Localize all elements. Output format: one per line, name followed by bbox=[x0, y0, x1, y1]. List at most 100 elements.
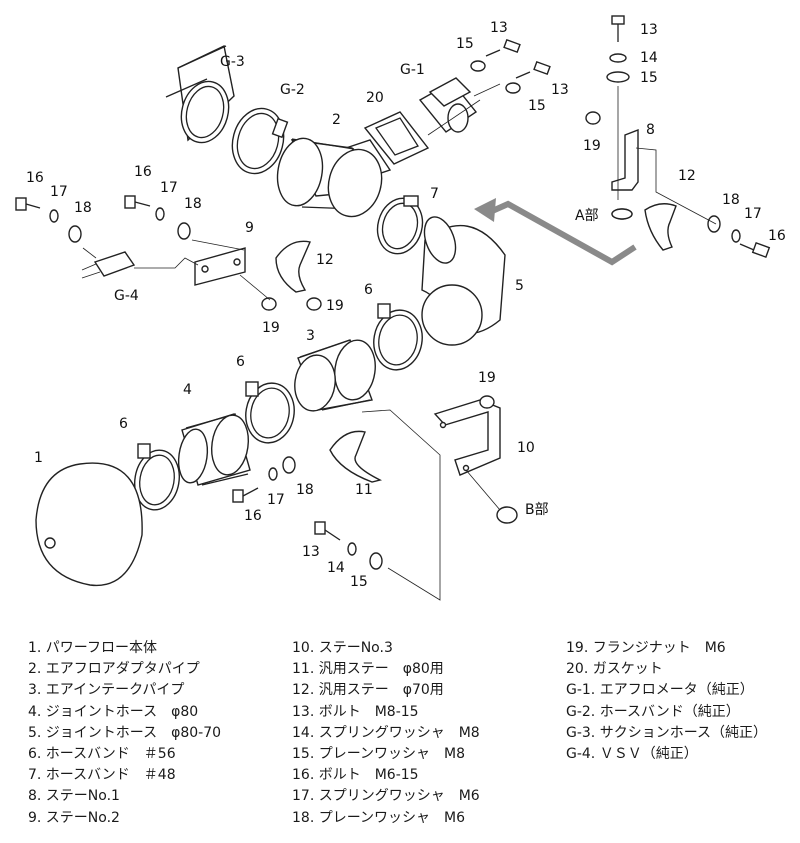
callout-18-a: 18 bbox=[74, 200, 92, 216]
callout-15-b: 15 bbox=[528, 98, 546, 114]
hose-band-6-middle bbox=[245, 381, 295, 444]
direction-arrow bbox=[474, 198, 637, 266]
callout-6-upper: 6 bbox=[364, 282, 373, 298]
callout-16-a: 16 bbox=[26, 170, 44, 186]
callout-14-a: 14 bbox=[640, 50, 658, 66]
callout-6-lower: 6 bbox=[119, 416, 128, 432]
air-flow-meter-g1 bbox=[418, 77, 501, 133]
legend-item: 20. ガスケット bbox=[566, 661, 663, 678]
legend-item: 8. ステーNo.1 bbox=[28, 788, 120, 805]
parts-legend-column-2: 10. ステーNo.3 11. 汎用ステー φ80用 12. 汎用ステー φ70… bbox=[292, 638, 480, 829]
stay-no1-8 bbox=[611, 128, 639, 191]
power-flow-body-1 bbox=[35, 462, 143, 587]
callout-5: 5 bbox=[515, 278, 524, 294]
callout-19-c: 19 bbox=[326, 298, 344, 314]
hose-band-6-lower bbox=[134, 443, 180, 511]
legend-item: 3. エアインテークパイプ bbox=[28, 682, 185, 699]
detail-a-marker bbox=[611, 208, 633, 220]
callout-19-b: 19 bbox=[262, 320, 280, 336]
legend-item: G-4. ＶＳＶ（純正） bbox=[566, 746, 698, 763]
gasket-20 bbox=[363, 111, 430, 165]
universal-stay-11 bbox=[329, 430, 383, 483]
callout-16-c: 16 bbox=[768, 228, 786, 244]
callout-17-a: 17 bbox=[50, 184, 68, 200]
legend-item: 12. 汎用ステー φ70用 bbox=[292, 682, 444, 699]
callout-15-a: 15 bbox=[456, 36, 474, 52]
callout-11: 11 bbox=[355, 482, 373, 498]
exploded-parts-diagram: 1 2 3 4 5 6 6 6 7 8 9 10 11 12 12 13 13 … bbox=[15, 15, 786, 601]
callout-labels: 1 2 3 4 5 6 6 6 7 8 9 10 11 12 12 13 13 … bbox=[26, 20, 786, 590]
legend-item: 1. パワーフロー本体 bbox=[28, 640, 157, 656]
legend-item: 17. スプリングワッシャ M6 bbox=[292, 788, 480, 805]
legend-item: 11. 汎用ステー φ80用 bbox=[292, 661, 444, 678]
detail-a-label: A部 bbox=[575, 208, 599, 224]
callout-4: 4 bbox=[183, 382, 192, 398]
universal-stay-12-left bbox=[275, 240, 311, 293]
stay-no2-9 bbox=[194, 247, 246, 286]
legend-item: 4. ジョイントホース φ80 bbox=[28, 703, 199, 720]
callout-6-middle: 6 bbox=[236, 354, 245, 370]
callout-16-b: 16 bbox=[134, 164, 152, 180]
suction-hose-g3 bbox=[165, 44, 235, 144]
callout-2: 2 bbox=[332, 112, 341, 128]
detail-b-label: B部 bbox=[525, 502, 549, 518]
legend-item: 2. エアフロアダプタパイプ bbox=[28, 661, 200, 678]
callout-15-d: 15 bbox=[350, 574, 368, 590]
callout-8: 8 bbox=[646, 122, 655, 138]
legend-item: 19. フランジナット M6 bbox=[566, 640, 726, 656]
callout-19-d: 19 bbox=[478, 370, 496, 386]
callout-15-c: 15 bbox=[640, 70, 658, 86]
vsv-g4 bbox=[81, 251, 136, 279]
callout-13-b: 13 bbox=[551, 82, 569, 98]
legend-item: G-3. サクションホース（純正） bbox=[566, 724, 768, 741]
callout-16-d: 16 bbox=[244, 508, 262, 524]
legend-item: 18. プレーンワッシャ M6 bbox=[292, 809, 466, 826]
joint-hose-elbow-5 bbox=[421, 216, 506, 346]
legend-item: 7. ホースバンド ＃48 bbox=[28, 767, 176, 784]
callout-12-right: 12 bbox=[678, 168, 696, 184]
joint-hose-4 bbox=[177, 413, 251, 486]
legend-item: 5. ジョイントホース φ80-70 bbox=[28, 724, 222, 741]
callout-13-c: 13 bbox=[640, 22, 658, 38]
legend-item: G-2. ホースバンド（純正） bbox=[566, 703, 740, 720]
callout-g1: G-1 bbox=[400, 62, 425, 78]
assembly-guide-lines bbox=[82, 86, 717, 601]
hose-band-g2 bbox=[231, 107, 289, 175]
legend-item: 10. ステーNo.3 bbox=[292, 640, 393, 656]
stay-no3-10 bbox=[433, 399, 501, 476]
air-intake-pipe-3 bbox=[294, 339, 376, 412]
callout-g3: G-3 bbox=[220, 54, 245, 70]
callout-17-b: 17 bbox=[160, 180, 178, 196]
legend-item: 6. ホースバンド ＃56 bbox=[28, 746, 176, 763]
callout-3: 3 bbox=[306, 328, 315, 344]
legend-item: 9. ステーNo.2 bbox=[28, 809, 120, 826]
callout-g2: G-2 bbox=[280, 82, 305, 98]
legend-item: 16. ボルト M6-15 bbox=[292, 767, 419, 784]
callout-17-d: 17 bbox=[267, 492, 285, 508]
callout-12-left: 12 bbox=[316, 252, 334, 268]
callout-17-c: 17 bbox=[744, 206, 762, 222]
parts-legend-column-1: 1. パワーフロー本体 2. エアフロアダプタパイプ 3. エアインテークパイプ… bbox=[28, 638, 221, 829]
hose-band-7 bbox=[376, 195, 424, 255]
airflow-adapter-pipe-2 bbox=[276, 137, 392, 218]
callout-7: 7 bbox=[430, 186, 439, 202]
fasteners bbox=[15, 15, 771, 570]
callout-18-b: 18 bbox=[184, 196, 202, 212]
callout-10: 10 bbox=[517, 440, 535, 456]
callout-9: 9 bbox=[245, 220, 254, 236]
callout-g4: G-4 bbox=[114, 288, 139, 304]
hose-band-6-upper bbox=[373, 303, 423, 371]
callout-13-a: 13 bbox=[490, 20, 508, 36]
callout-14-b: 14 bbox=[327, 560, 345, 576]
legend-item: G-1. エアフロメータ（純正） bbox=[566, 682, 754, 699]
callout-19-a: 19 bbox=[583, 138, 601, 154]
callout-13-d: 13 bbox=[302, 544, 320, 560]
callout-1: 1 bbox=[34, 450, 43, 466]
detail-b-marker bbox=[496, 506, 518, 524]
parts-legend-column-3: 19. フランジナット M6 20. ガスケット G-1. エアフロメータ（純正… bbox=[566, 638, 767, 765]
callout-18-d: 18 bbox=[296, 482, 314, 498]
legend-item: 14. スプリングワッシャ M8 bbox=[292, 724, 480, 741]
callout-18-c: 18 bbox=[722, 192, 740, 208]
universal-stay-12-right bbox=[644, 203, 677, 251]
callout-20: 20 bbox=[366, 90, 384, 106]
